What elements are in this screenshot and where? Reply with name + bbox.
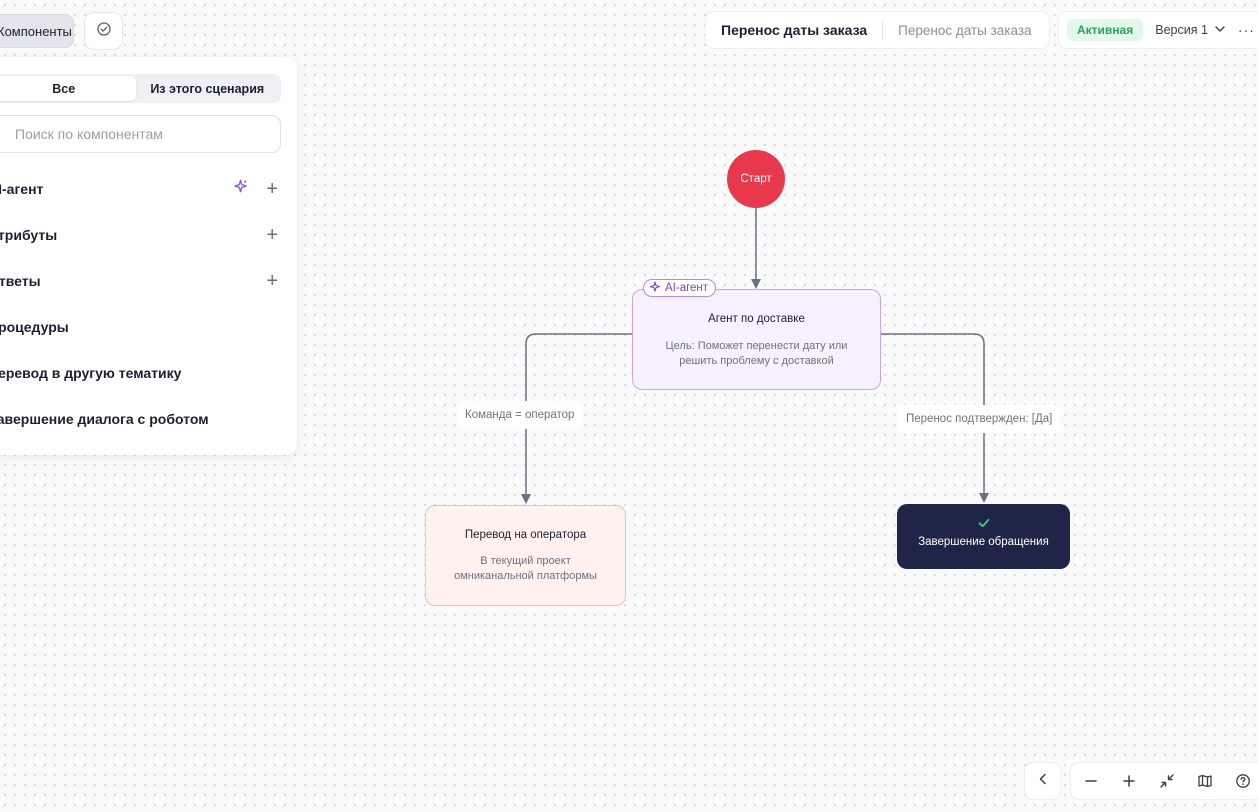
components-button[interactable]: Компоненты	[0, 14, 74, 48]
node-title: Завершение обращения	[918, 536, 1049, 548]
ai-sparkle-icon	[649, 281, 661, 296]
status-badge: Активная	[1067, 19, 1144, 41]
component-item-procedures[interactable]: Процедуры	[0, 314, 284, 340]
component-item-attributes[interactable]: Атрибуты +	[0, 222, 284, 248]
add-answer-button[interactable]: +	[266, 270, 278, 292]
tab-all[interactable]: Все	[0, 76, 136, 101]
finish-node[interactable]: Завершение обращения	[897, 504, 1070, 569]
start-label: Старт	[740, 173, 772, 185]
component-item-label: Ответы	[0, 273, 41, 289]
component-item-label: AI-агент	[0, 181, 44, 197]
scenario-title-card: Перенос даты заказа Перенос даты заказа	[705, 11, 1050, 49]
ai-agent-node[interactable]: Агент по доставке Цель: Поможет перенест…	[632, 289, 881, 390]
ai-sparkle-icon	[233, 179, 248, 199]
map-icon	[1198, 774, 1212, 788]
edge-ai-to-end	[881, 333, 989, 503]
component-item-label: Завершение диалога с роботом	[0, 411, 209, 427]
edge-label-text: Команда = оператор	[465, 409, 575, 421]
components-button-label: Компоненты	[0, 23, 72, 39]
add-ai-agent-button[interactable]: +	[266, 178, 278, 200]
node-description: Цель: Поможет перенести дату или решить …	[665, 340, 848, 367]
chevron-left-icon	[1036, 772, 1050, 791]
component-item-answers[interactable]: Ответы +	[0, 268, 284, 294]
component-item-label: Перевод в другую тематику	[0, 365, 182, 381]
component-search-input[interactable]	[0, 115, 281, 153]
add-attribute-button[interactable]: +	[266, 224, 278, 246]
component-item-topic-transfer[interactable]: Перевод в другую тематику	[0, 360, 284, 386]
plus-icon	[1123, 775, 1135, 787]
status-card: Активная Версия 1 ···	[1058, 11, 1258, 49]
edge-label-confirmed[interactable]: Перенос подтвержден: [Да]	[898, 405, 1061, 433]
more-menu-button[interactable]: ···	[1237, 22, 1255, 38]
edge-label-text: Перенос подтвержден: [Да]	[906, 413, 1053, 425]
check-circle-icon	[96, 21, 112, 42]
scenario-title[interactable]: Перенос даты заказа	[721, 22, 868, 38]
help-button[interactable]	[1233, 771, 1253, 791]
zoom-in-button[interactable]	[1119, 771, 1139, 791]
minimap-button[interactable]	[1195, 771, 1215, 791]
edge-ai-to-operator	[521, 333, 632, 504]
component-item-label: Процедуры	[0, 319, 69, 335]
start-node[interactable]: Старт	[727, 150, 785, 208]
operator-transfer-node[interactable]: Перевод на оператора В текущий проект ом…	[425, 505, 626, 606]
collapse-panel-button[interactable]	[1024, 762, 1061, 800]
version-select[interactable]: Версия 1	[1155, 23, 1226, 38]
chevron-down-icon	[1214, 23, 1226, 38]
zoom-controls	[1070, 762, 1258, 800]
minus-icon	[1085, 780, 1097, 782]
scenario-subtitle: Перенос даты заказа	[898, 22, 1032, 38]
collapse-arrows-icon	[1160, 774, 1174, 788]
component-item-ai-agent[interactable]: AI-агент +	[0, 176, 284, 202]
ai-agent-tag: AI-агент	[643, 279, 717, 297]
node-title: Агент по доставке	[708, 313, 805, 325]
check-icon	[897, 516, 1070, 530]
tab-this-scenario[interactable]: Из этого сценария	[150, 81, 265, 96]
edge-label-operator[interactable]: Команда = оператор	[457, 401, 583, 429]
version-label: Версия 1	[1155, 23, 1208, 37]
ai-tag-label: AI-агент	[665, 282, 709, 294]
component-item-finish-dialog[interactable]: Завершение диалога с роботом	[0, 406, 284, 432]
node-title: Перевод на оператора	[464, 529, 587, 541]
filter-tabs: Все Из этого сценария	[0, 74, 281, 103]
title-divider	[882, 20, 884, 40]
validate-button[interactable]	[84, 12, 123, 50]
component-item-label: Атрибуты	[0, 227, 58, 243]
help-circle-icon	[1236, 774, 1250, 788]
fit-view-button[interactable]	[1157, 771, 1177, 791]
node-description: В текущий проект омниканальной платформы	[454, 555, 597, 582]
zoom-out-button[interactable]	[1081, 771, 1101, 791]
